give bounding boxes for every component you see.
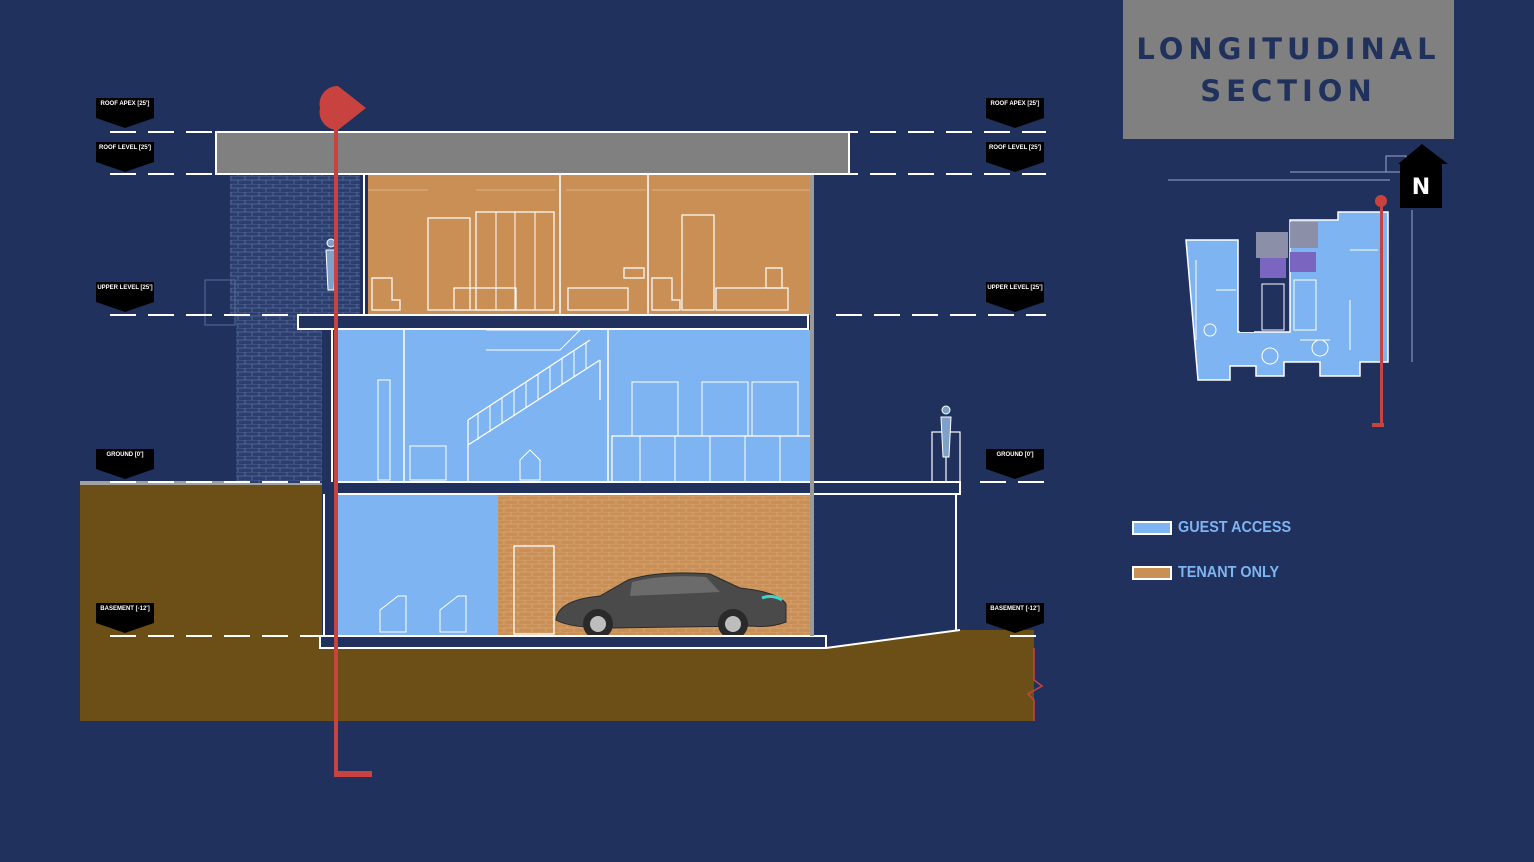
- level-tag-roof-apex-left: ROOF APEX [25']: [96, 98, 154, 128]
- level-tag-roof-level-right: ROOF LEVEL [25']: [986, 142, 1044, 172]
- car: [555, 572, 787, 639]
- roof-slab: [215, 131, 850, 175]
- brick-wall: [204, 175, 360, 483]
- level-label: ROOF LEVEL [25']: [989, 145, 1041, 151]
- level-tag-upper-level-right: UPPER LEVEL [25']: [986, 282, 1044, 312]
- legend-item-guest: GUEST ACCESS: [1132, 516, 1304, 540]
- level-tag-ground-left: GROUND [0']: [96, 449, 154, 479]
- title-box: LONGITUDINAL SECTION: [1123, 0, 1454, 139]
- level-label: GROUND [0']: [996, 452, 1034, 458]
- section-cut-line: [319, 85, 372, 777]
- ground-floor-guest-zone: [338, 329, 813, 483]
- level-label: ROOF LEVEL [25']: [99, 145, 151, 151]
- legend-label-guest: GUEST ACCESS: [1178, 519, 1292, 536]
- title-line-2: SECTION: [1200, 73, 1377, 108]
- slabs-and-walls: [297, 175, 961, 649]
- level-label: GROUND [0']: [106, 452, 144, 458]
- key-plan: [1168, 155, 1413, 427]
- north-arrow-icon: [1398, 144, 1448, 208]
- legend-item-tenant: TENANT ONLY: [1132, 561, 1290, 585]
- level-label: BASEMENT [-12']: [990, 606, 1040, 612]
- level-tag-ground-right: GROUND [0']: [986, 449, 1044, 479]
- level-lines: [110, 131, 1046, 637]
- basement-zone: [338, 495, 812, 639]
- north-label: N: [1411, 175, 1431, 200]
- legend-swatch-guest: [1132, 521, 1172, 535]
- level-label: UPPER LEVEL [25']: [97, 285, 153, 291]
- level-tag-roof-level-left: ROOF LEVEL [25']: [96, 142, 154, 172]
- level-label: ROOF APEX [25']: [990, 101, 1040, 107]
- level-tag-roof-apex-right: ROOF APEX [25']: [986, 98, 1044, 128]
- level-label: BASEMENT [-12']: [100, 606, 150, 612]
- upper-floor-tenant-zone: [368, 175, 810, 315]
- legend-swatch-tenant: [1132, 566, 1172, 580]
- level-tag-basement-right: BASEMENT [-12']: [986, 603, 1044, 633]
- level-label: UPPER LEVEL [25']: [987, 285, 1043, 291]
- legend-label-tenant: TENANT ONLY: [1178, 564, 1280, 581]
- level-tag-basement-left: BASEMENT [-12']: [96, 603, 154, 633]
- break-line: [1026, 648, 1044, 721]
- human-figure: [325, 238, 952, 458]
- level-tag-upper-level-left: UPPER LEVEL [25']: [96, 282, 154, 312]
- title-line-1: LONGITUDINAL: [1136, 31, 1441, 66]
- level-label: ROOF APEX [25']: [100, 101, 150, 107]
- earth-ground: [80, 481, 1034, 721]
